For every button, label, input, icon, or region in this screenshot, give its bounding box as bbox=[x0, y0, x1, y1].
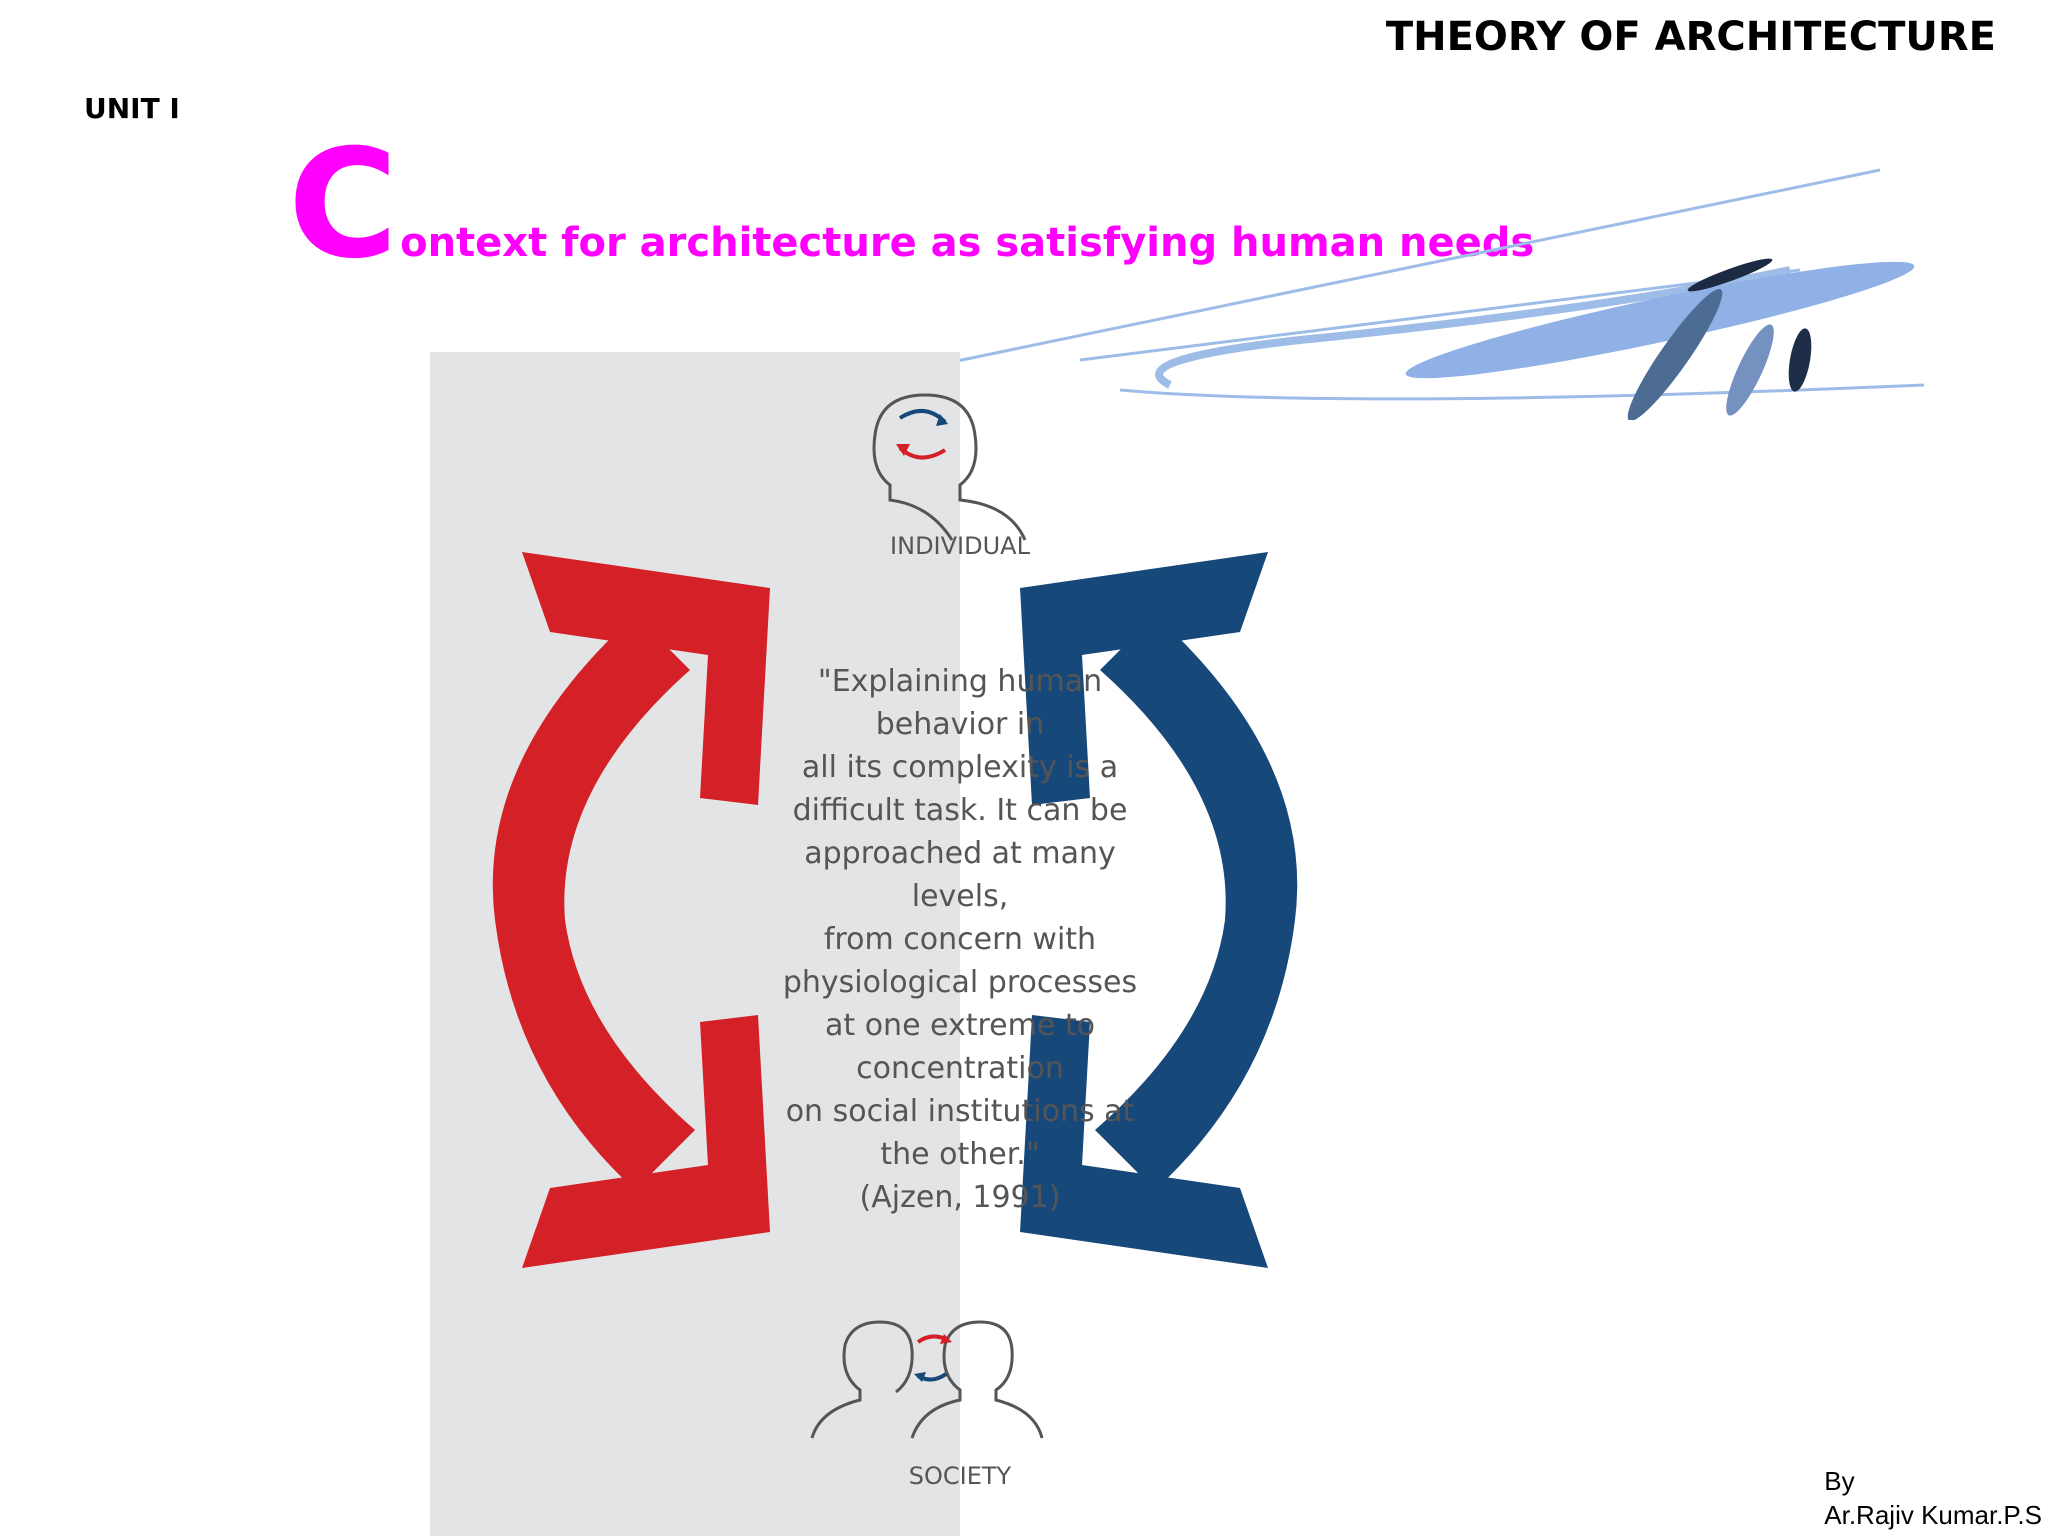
decorative-swoosh bbox=[719, 168, 1925, 420]
slide-title-initial: C bbox=[288, 118, 399, 292]
byline-author: Ar.Rajiv Kumar.P.S bbox=[1824, 1500, 2042, 1530]
society-label: SOCIETY bbox=[908, 1462, 1012, 1490]
society-cycle-icon bbox=[914, 1334, 952, 1382]
individual-cycle-icon bbox=[896, 409, 948, 460]
byline-by: By bbox=[1824, 1466, 1855, 1496]
individual-icon bbox=[872, 393, 1027, 541]
left-cycle-arrow bbox=[492, 552, 770, 1268]
quote-text: "Explaining human behavior in all its co… bbox=[782, 664, 1138, 1215]
right-cycle-arrow bbox=[1020, 552, 1298, 1268]
society-icon bbox=[810, 1320, 1044, 1439]
author-byline: By Ar.Rajiv Kumar.P.S bbox=[1824, 1464, 2042, 1532]
behavior-cycle-figure: INDIVIDUAL "Explaining human behavior in… bbox=[300, 330, 1480, 1536]
slide-title: Context for architecture as satisfying h… bbox=[288, 130, 1534, 280]
course-title: THEORY OF ARCHITECTURE bbox=[1385, 14, 1996, 60]
unit-label: UNIT I bbox=[84, 92, 180, 125]
slide-title-rest: ontext for architecture as satisfying hu… bbox=[400, 220, 1535, 266]
individual-label: INDIVIDUAL bbox=[890, 532, 1030, 560]
